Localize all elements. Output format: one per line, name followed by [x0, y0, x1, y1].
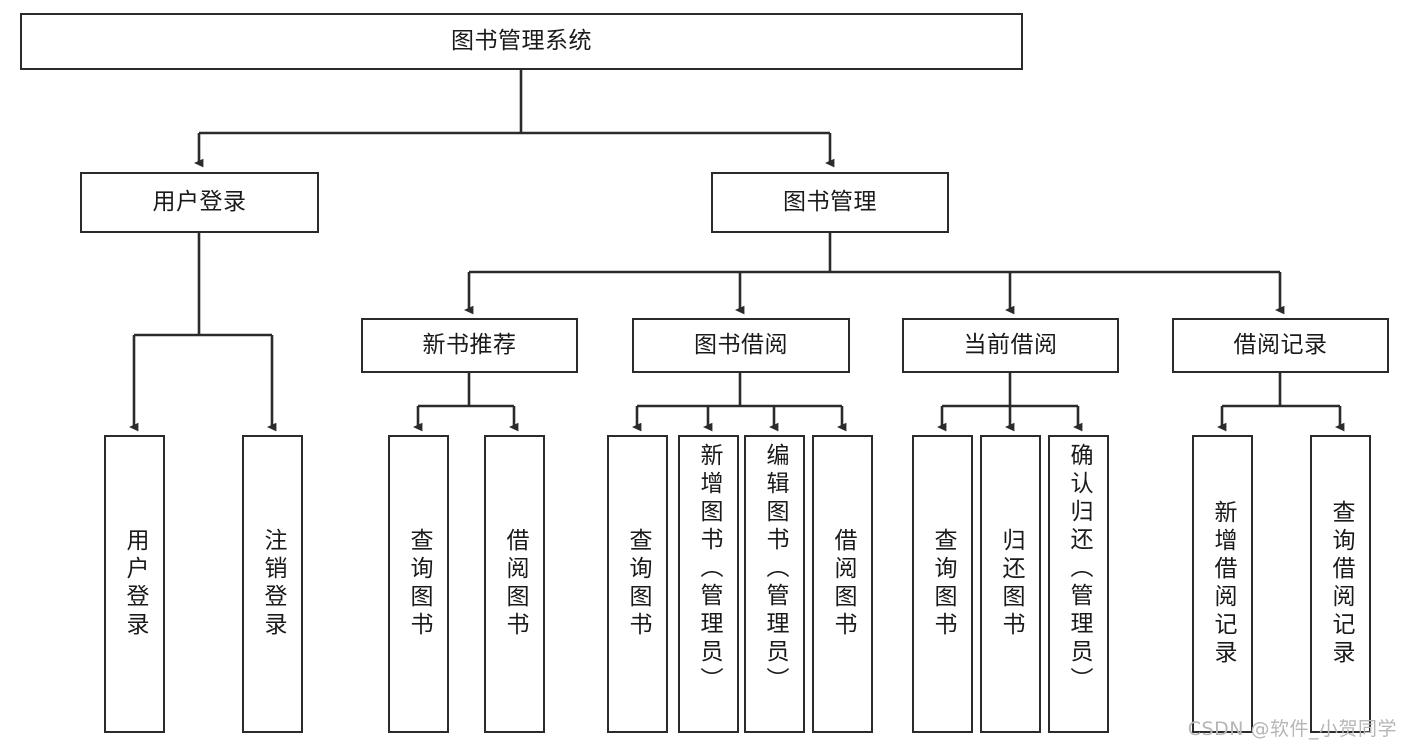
- node-leaf-query-book-3[interactable]: 查询图书: [912, 435, 973, 733]
- node-user-login-label: 用户登录: [152, 188, 247, 215]
- node-leaf-add-book[interactable]: 新增图书（管理员）: [678, 435, 739, 733]
- node-leaf-add-record-label: 新增借阅记录: [1210, 500, 1236, 668]
- node-leaf-confirm-return[interactable]: 确认归还（管理员）: [1048, 435, 1109, 733]
- node-book-borrow[interactable]: 图书借阅: [632, 318, 850, 373]
- node-leaf-borrow-book-1-label: 借阅图书: [502, 528, 528, 640]
- node-leaf-return-book-label: 归还图书: [998, 528, 1024, 640]
- node-user-login[interactable]: 用户登录: [80, 172, 319, 233]
- node-leaf-add-book-label: 新增图书（管理员）: [696, 443, 722, 695]
- node-root-label: 图书管理系统: [451, 27, 592, 54]
- node-leaf-borrow-book-2-label: 借阅图书: [830, 528, 856, 640]
- node-book-management[interactable]: 图书管理: [711, 172, 949, 233]
- watermark: CSDN @软件_小贺同学: [1187, 718, 1397, 740]
- node-leaf-borrow-book-1[interactable]: 借阅图书: [484, 435, 545, 733]
- node-leaf-edit-book-label: 编辑图书（管理员）: [762, 443, 788, 695]
- node-leaf-edit-book[interactable]: 编辑图书（管理员）: [744, 435, 805, 733]
- node-leaf-logout-label: 注销登录: [260, 528, 286, 640]
- node-leaf-query-record[interactable]: 查询借阅记录: [1310, 435, 1371, 733]
- node-book-borrow-label: 图书借阅: [694, 331, 788, 358]
- node-root[interactable]: 图书管理系统: [20, 13, 1023, 70]
- node-leaf-user-login-label: 用户登录: [122, 528, 148, 640]
- node-leaf-confirm-return-label: 确认归还（管理员）: [1066, 443, 1092, 695]
- node-new-book-recommend-label: 新书推荐: [422, 331, 517, 358]
- node-current-borrow[interactable]: 当前借阅: [902, 318, 1119, 373]
- node-leaf-query-book-3-label: 查询图书: [930, 528, 956, 640]
- node-leaf-return-book[interactable]: 归还图书: [980, 435, 1041, 733]
- node-leaf-borrow-book-2[interactable]: 借阅图书: [812, 435, 873, 733]
- node-leaf-query-record-label: 查询借阅记录: [1328, 500, 1354, 668]
- node-current-borrow-label: 当前借阅: [963, 331, 1058, 358]
- node-leaf-add-record[interactable]: 新增借阅记录: [1192, 435, 1253, 733]
- node-book-management-label: 图书管理: [783, 188, 877, 215]
- node-borrow-record-label: 借阅记录: [1233, 331, 1328, 358]
- node-borrow-record[interactable]: 借阅记录: [1172, 318, 1389, 373]
- node-leaf-query-book-1-label: 查询图书: [406, 528, 432, 640]
- node-leaf-query-book-2[interactable]: 查询图书: [607, 435, 668, 733]
- node-leaf-logout[interactable]: 注销登录: [242, 435, 303, 733]
- node-leaf-query-book-1[interactable]: 查询图书: [388, 435, 449, 733]
- node-leaf-user-login[interactable]: 用户登录: [104, 435, 165, 733]
- node-new-book-recommend[interactable]: 新书推荐: [361, 318, 578, 373]
- node-leaf-query-book-2-label: 查询图书: [625, 528, 651, 640]
